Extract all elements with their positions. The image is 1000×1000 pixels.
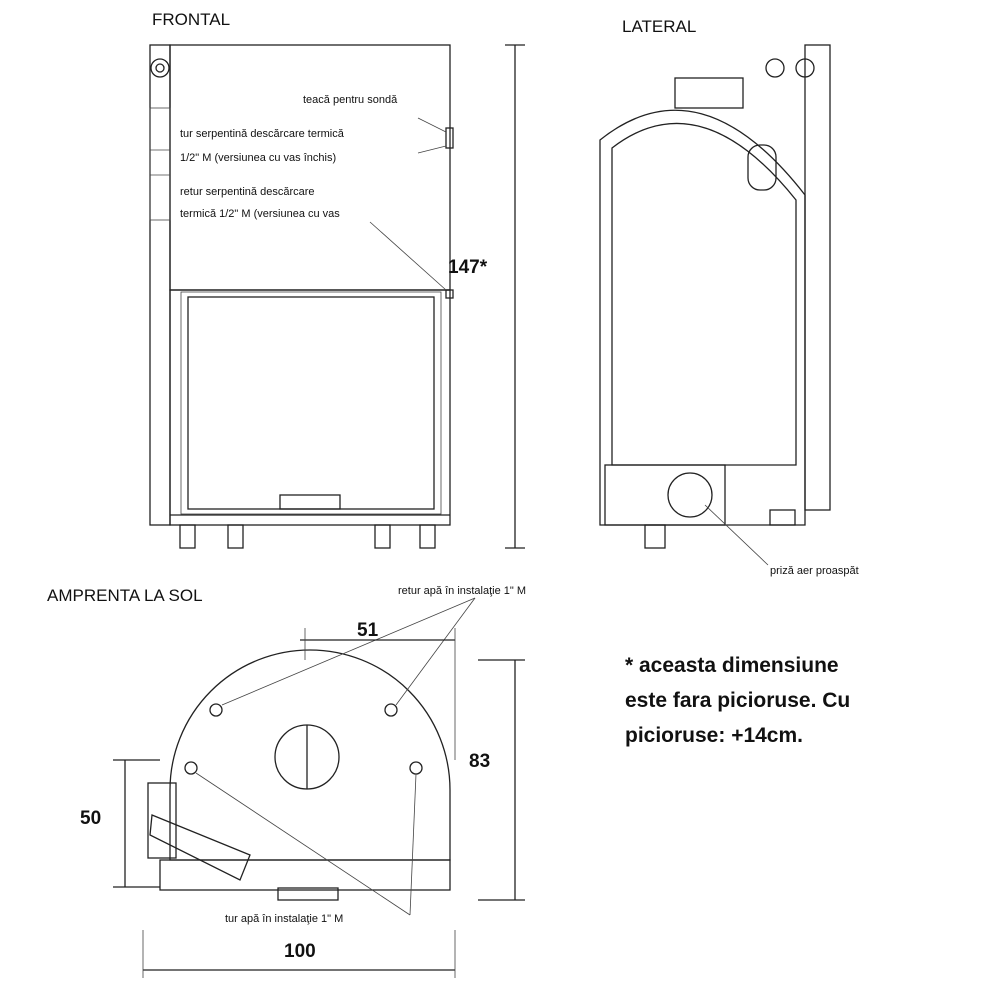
leg: [374, 524, 391, 549]
lateral-title: LATERAL: [622, 17, 696, 36]
fresh-air-intake: [667, 472, 713, 518]
rear-column: [804, 44, 831, 511]
note-line-3: picioruse: +14cm.: [625, 724, 803, 747]
height-dimension: 147*: [448, 257, 488, 278]
label-water-return: retur apă în instalaţie 1" M: [398, 585, 526, 597]
frontal-upper-body: [169, 44, 451, 291]
pipe-connection: [209, 703, 223, 717]
label-coil-out-2: 1/2" M (versiunea cu vas închis): [180, 152, 336, 164]
lateral-view: LATERAL priză aer proaspăt: [599, 17, 859, 577]
label-fresh-air: priză aer proaspăt: [770, 565, 859, 577]
side-dimension: 50: [80, 808, 101, 829]
pipe-connection: [184, 761, 198, 775]
footprint-title: AMPRENTA LA SOL: [47, 586, 203, 605]
frontal-title: FRONTAL: [152, 10, 230, 29]
pipe-connection: [384, 703, 398, 717]
label-coil-return-2: termică 1/2" M (versiunea cu vas: [180, 208, 340, 220]
firebox-frame: [169, 289, 451, 526]
firebox-door: [187, 296, 435, 510]
lateral-body: [599, 109, 806, 526]
footprint-view: AMPRENTA LA SOL retur apă în instalaţie …: [47, 585, 526, 978]
label-coil-return-1: retur serpentină descărcare: [180, 186, 315, 198]
offset-dimension: 51: [357, 620, 379, 641]
side-panel: [149, 107, 171, 221]
leg: [227, 524, 244, 549]
frontal-view: FRONTAL teacă pentru sondă tur serpentin…: [149, 10, 525, 549]
footnote: * aceasta dimensiune este fara picioruse…: [625, 654, 850, 747]
label-water-out: tur apă în instalaţie 1" M: [225, 913, 343, 925]
door-handle: [279, 494, 341, 510]
leg: [179, 524, 196, 549]
note-line-2: este fara picioruse. Cu: [625, 689, 850, 712]
frontal-handle-icon: [150, 58, 170, 78]
footprint-outline: [169, 649, 451, 861]
note-line-1: * aceasta dimensiune: [625, 654, 839, 677]
depth-dimension: 83: [469, 751, 490, 772]
width-dimension: 100: [284, 941, 316, 962]
label-probe-sleeve: teacă pentru sondă: [303, 94, 398, 106]
probe-sleeve-fitting: [445, 127, 454, 149]
label-coil-out-1: tur serpentină descărcare termică: [180, 128, 345, 140]
leg: [419, 524, 436, 549]
